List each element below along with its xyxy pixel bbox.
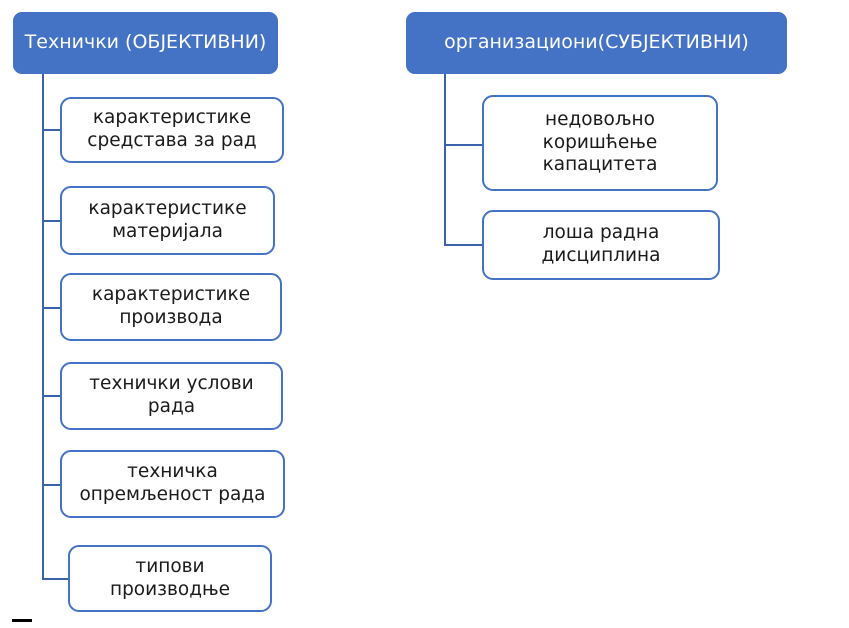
- leaf-node-technical-2[interactable]: карактеристике материјала: [60, 186, 275, 255]
- leaf-node-technical-5[interactable]: техничка опремљеност рада: [60, 450, 285, 518]
- leaf-node-technical-2-label: карактеристике материјала: [88, 197, 247, 242]
- connector-stub-technical-4: [42, 395, 62, 397]
- connector-trunk-organizational: [444, 74, 446, 246]
- connector-stub-organizational-1: [444, 144, 484, 146]
- leaf-node-organizational-1-label: недовољно коришћење капацитета: [542, 109, 658, 176]
- leaf-node-organizational-2[interactable]: лоша радна дисциплина: [482, 210, 720, 280]
- connector-stub-technical-5: [42, 484, 62, 486]
- connector-stub-organizational-2: [444, 244, 484, 246]
- leaf-node-technical-4[interactable]: технички услови рада: [60, 362, 283, 430]
- leaf-node-technical-1[interactable]: карактеристике средстава за рад: [60, 97, 284, 163]
- leaf-node-technical-3[interactable]: карактеристике производа: [60, 273, 282, 341]
- leaf-node-technical-5-label: техничка опремљеност рада: [79, 461, 266, 505]
- header-node-organizational[interactable]: организациони(СУБЈЕКТИВНИ): [406, 12, 787, 74]
- leaf-node-technical-3-label: карактеристике производа: [91, 284, 251, 328]
- leaf-node-technical-1-label: карактеристике средстава за рад: [87, 107, 257, 151]
- header-node-technical[interactable]: Технички (ОБЈЕКТИВНИ): [13, 12, 278, 74]
- leaf-node-organizational-1[interactable]: недовољно коришћење капацитета: [482, 95, 718, 191]
- leaf-node-technical-4-label: технички услови рада: [89, 373, 254, 417]
- leaf-node-organizational-2-label: лоша радна дисциплина: [541, 222, 661, 266]
- connector-stub-technical-1: [42, 129, 62, 131]
- leaf-node-technical-6-label: типови производње: [109, 555, 231, 600]
- connector-trunk-technical: [42, 74, 44, 579]
- cropped-shape-artifact: [12, 619, 32, 622]
- header-node-organizational-label: организациони(СУБЈЕКТИВНИ): [444, 31, 749, 54]
- leaf-node-technical-6[interactable]: типови производње: [68, 545, 272, 612]
- connector-stub-technical-3: [42, 307, 62, 309]
- connector-stub-technical-2: [42, 220, 62, 222]
- connector-stub-technical-6: [42, 578, 70, 580]
- header-node-technical-label: Технички (ОБЈЕКТИВНИ): [24, 31, 267, 54]
